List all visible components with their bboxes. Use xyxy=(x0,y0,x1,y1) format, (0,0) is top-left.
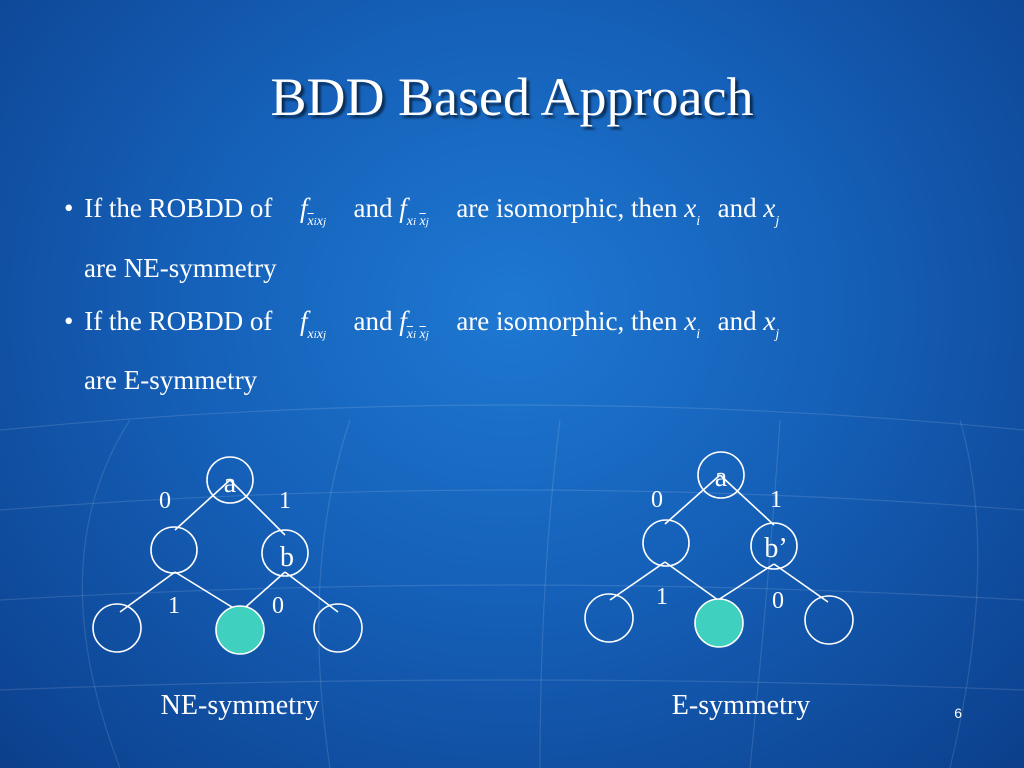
bullet-1-continuation: are NE-symmetry xyxy=(84,253,277,283)
math-xi: xi xyxy=(684,306,701,342)
bullet-1-line: • If the ROBDD of fxixj and fxi xj are i… xyxy=(64,193,780,229)
leaf-left xyxy=(92,603,142,653)
edge-left-right xyxy=(174,571,241,613)
edge-left-right xyxy=(664,561,719,601)
right-node-label: b’ xyxy=(764,533,787,564)
edge-label-1: 1 xyxy=(279,488,291,514)
e-symmetry-bdd: a b’ 0 1 1 0 E-symmetry xyxy=(584,451,854,721)
right-node xyxy=(261,529,309,577)
ne-symmetry-bdd: a b 0 1 1 0 NE-symmetry xyxy=(92,456,363,721)
leaf-highlighted xyxy=(215,605,265,655)
leaf-right xyxy=(313,603,363,653)
edge-right-left xyxy=(717,563,775,601)
math-xi: xi xyxy=(684,193,701,229)
bullet-1-prefix: If the ROBDD of xyxy=(84,193,273,223)
left-node xyxy=(150,526,198,574)
edge-label-mid-0: 0 xyxy=(272,593,284,619)
right-node-label: b xyxy=(280,542,294,573)
leaf-right xyxy=(804,595,854,645)
diagram-caption: E-symmetry xyxy=(672,690,810,721)
bullet-2-prefix: If the ROBDD of xyxy=(84,306,273,336)
root-node xyxy=(697,451,745,499)
diagram-caption: NE-symmetry xyxy=(161,690,320,721)
root-node xyxy=(206,456,254,504)
bullet-1-conj: and xyxy=(353,193,393,223)
edge-label-1: 1 xyxy=(770,487,782,513)
edge-root-right xyxy=(229,479,286,536)
edge-left-left xyxy=(119,571,176,613)
bullet-1-and: and xyxy=(717,193,757,223)
edge-label-mid-1: 1 xyxy=(656,584,668,610)
bullet-marker: • xyxy=(64,306,74,336)
edge-label-0: 0 xyxy=(651,487,663,513)
slide-title: BDD Based Approach xyxy=(270,67,754,127)
edge-root-right xyxy=(719,474,775,526)
edge-label-0: 0 xyxy=(159,488,171,514)
edge-label-mid-1: 1 xyxy=(168,593,180,619)
bullet-2-conj: and xyxy=(353,306,393,336)
leaf-highlighted xyxy=(694,598,744,648)
math-xj: xj xyxy=(763,306,780,342)
right-node xyxy=(750,522,798,570)
bullet-2-continuation: are E-symmetry xyxy=(84,365,258,395)
slide-number: 6 xyxy=(954,705,962,721)
left-node xyxy=(642,519,690,567)
edge-root-left xyxy=(664,474,721,525)
edge-right-left xyxy=(239,571,286,613)
math-xj: xj xyxy=(763,193,780,229)
math-f-xi-xj-bar: fxi xj xyxy=(399,193,429,229)
math-f-xi-xj: fxixj xyxy=(299,306,327,342)
root-label: a xyxy=(715,462,728,493)
math-f-xi-bar-xj: fxixj xyxy=(299,193,327,229)
bullet-2-line: • If the ROBDD of fxixj and fxi xj are i… xyxy=(64,306,780,342)
bullet-2-suffix: are isomorphic, then xyxy=(456,306,678,336)
bullet-2-and: and xyxy=(717,306,757,336)
math-f-xi-bar-xj-bar: fxi xj xyxy=(399,306,429,342)
edge-label-mid-0: 0 xyxy=(772,588,784,614)
edge-right-right xyxy=(773,563,829,603)
edge-left-left xyxy=(609,561,666,601)
bullet-1-suffix: are isomorphic, then xyxy=(456,193,678,223)
edge-root-left xyxy=(174,479,231,531)
leaf-left xyxy=(584,593,634,643)
root-label: a xyxy=(224,468,237,499)
bullet-marker: • xyxy=(64,193,74,223)
